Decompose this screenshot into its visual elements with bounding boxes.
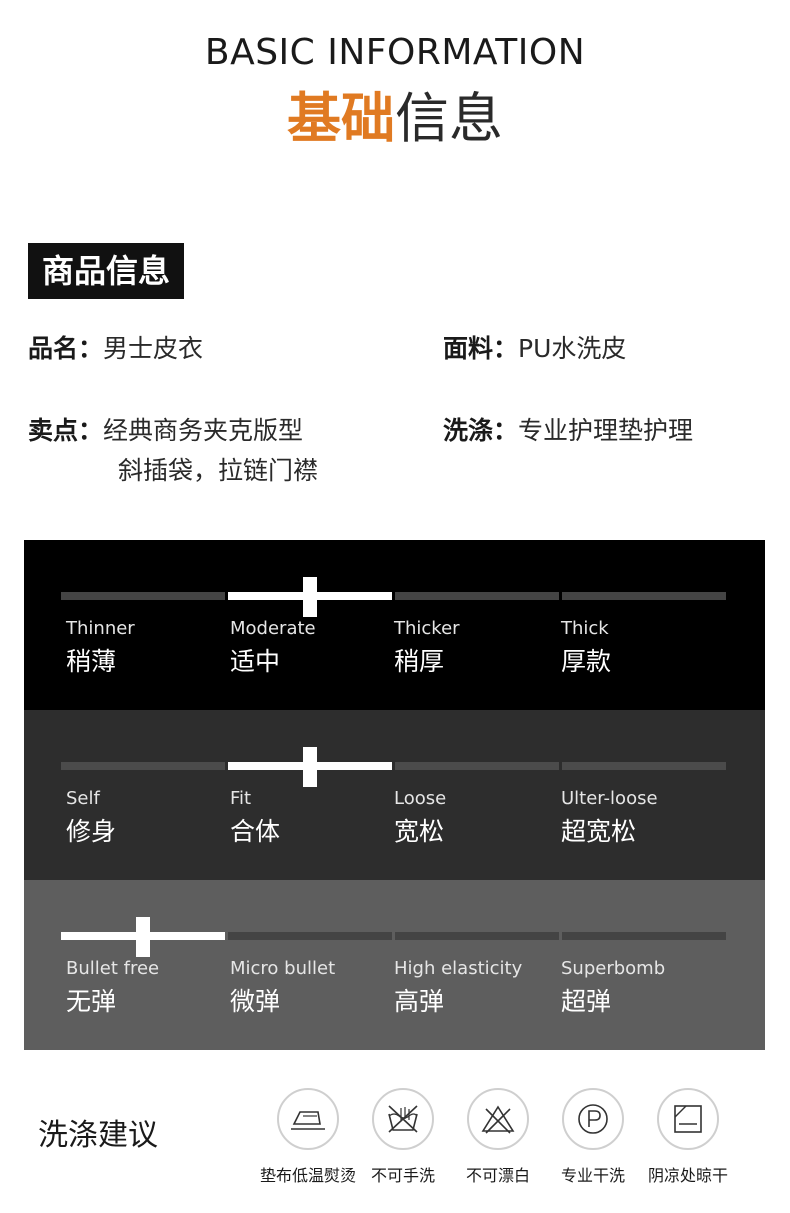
scale-option-cn: 合体 bbox=[230, 817, 281, 846]
scale-option-cn: 高弹 bbox=[394, 987, 445, 1016]
no-bleach-icon bbox=[481, 1105, 515, 1134]
page-title-en: BASIC INFORMATION bbox=[204, 32, 586, 73]
product-name-value: 男士皮衣 bbox=[103, 334, 204, 363]
scale-option-cn: 宽松 bbox=[394, 817, 445, 846]
iron-with-cloth-icon bbox=[291, 1111, 325, 1130]
scale-bar bbox=[61, 762, 225, 770]
care-label: 垫布低温熨烫 bbox=[259, 1166, 356, 1185]
scale-option-en: High elasticity bbox=[394, 958, 523, 979]
selling-points-row: 卖点：经典商务夹克版型 斜插袋，拉链门襟 bbox=[28, 411, 318, 491]
scale-option-cn: 超宽松 bbox=[561, 817, 637, 846]
scale-option-cn: 稍薄 bbox=[66, 647, 117, 676]
scale-bar bbox=[61, 592, 225, 600]
scale-option-en: Ulter-loose bbox=[561, 788, 658, 809]
care-item: 阴凉处晾干 bbox=[633, 1088, 743, 1186]
fit-scale: Self 修身 Fit 合体 Loose 宽松 Ulter-loose 超宽松 bbox=[24, 710, 765, 880]
scale-bar bbox=[228, 932, 392, 940]
scale-option-en: Self bbox=[66, 788, 100, 809]
dry-in-shade-icon bbox=[674, 1105, 702, 1133]
care-label: 阴凉处晾干 bbox=[647, 1166, 728, 1185]
fabric-row: 面料：PU水洗皮 bbox=[443, 329, 626, 369]
care-icon-circle bbox=[372, 1088, 434, 1150]
thickness-scale: Thinner 稍薄 Moderate 适中 Thicker 稍厚 Thick … bbox=[24, 540, 765, 710]
scale-bar bbox=[562, 762, 726, 770]
scale-option-cn: 适中 bbox=[230, 647, 281, 676]
washing-row: 洗涤：专业护理垫护理 bbox=[443, 411, 693, 451]
scale-option-en: Thick bbox=[561, 618, 609, 639]
selling-points-line1: 经典商务夹克版型 bbox=[103, 416, 304, 445]
product-name-row: 品名：男士皮衣 bbox=[28, 329, 203, 369]
fabric-value: PU水洗皮 bbox=[518, 334, 627, 363]
care-label: 专业干洗 bbox=[560, 1166, 625, 1185]
scale-option-en: Fit bbox=[230, 788, 252, 809]
washing-key: 洗涤： bbox=[443, 416, 519, 445]
page-title-cn: 基础信息 bbox=[0, 88, 790, 150]
selling-points-key: 卖点： bbox=[28, 416, 104, 445]
selling-points-line2: 斜插袋，拉链门襟 bbox=[118, 456, 319, 485]
product-info-label: 商品信息 bbox=[28, 243, 185, 299]
scale-option-cn: 微弹 bbox=[230, 987, 281, 1016]
no-hand-wash-icon bbox=[388, 1105, 418, 1133]
fabric-key: 面料： bbox=[443, 334, 519, 363]
scale-option-cn: 超弹 bbox=[561, 987, 612, 1016]
scale-option-en: Superbomb bbox=[561, 958, 666, 979]
care-item: 专业干洗 bbox=[538, 1088, 648, 1186]
scale-bar bbox=[562, 932, 726, 940]
scale-bar bbox=[395, 932, 559, 940]
scale-option-cn: 稍厚 bbox=[394, 647, 445, 676]
care-title: 洗涤建议 bbox=[38, 1118, 158, 1153]
scale-option-cn: 无弹 bbox=[66, 987, 117, 1016]
scale-option-cn: 厚款 bbox=[561, 647, 612, 676]
care-icon-circle bbox=[467, 1088, 529, 1150]
product-name-key: 品名： bbox=[28, 334, 104, 363]
scale-bar bbox=[562, 592, 726, 600]
page-title-cn-rest: 信息 bbox=[395, 87, 503, 150]
scale-option-en: Micro bullet bbox=[230, 958, 336, 979]
scale-option-en: Loose bbox=[394, 788, 447, 809]
care-item: 不可漂白 bbox=[443, 1088, 553, 1186]
scale-option-en: Thicker bbox=[394, 618, 460, 639]
washing-value: 专业护理垫护理 bbox=[518, 416, 694, 445]
scale-bar bbox=[395, 592, 559, 600]
scale-option-en: Moderate bbox=[230, 618, 316, 639]
care-label: 不可漂白 bbox=[465, 1166, 530, 1185]
care-label: 不可手洗 bbox=[370, 1166, 435, 1185]
elasticity-scale: Bullet free 无弹 Micro bullet 微弹 High elas… bbox=[24, 880, 765, 1050]
scale-option-en: Thinner bbox=[66, 618, 135, 639]
care-item: 垫布低温熨烫 bbox=[253, 1088, 363, 1186]
scale-option-cn: 修身 bbox=[66, 817, 117, 846]
scale-option-en: Bullet free bbox=[66, 958, 160, 979]
care-item: 不可手洗 bbox=[348, 1088, 458, 1186]
care-icon-circle bbox=[562, 1088, 624, 1150]
dry-clean-p-icon bbox=[578, 1104, 608, 1134]
care-icon-circle bbox=[657, 1088, 719, 1150]
scale-marker bbox=[303, 747, 317, 787]
care-icon-circle bbox=[277, 1088, 339, 1150]
page-title-cn-accent: 基础 bbox=[287, 87, 395, 150]
scale-marker bbox=[136, 917, 150, 957]
scale-marker bbox=[303, 577, 317, 617]
scale-bar bbox=[395, 762, 559, 770]
